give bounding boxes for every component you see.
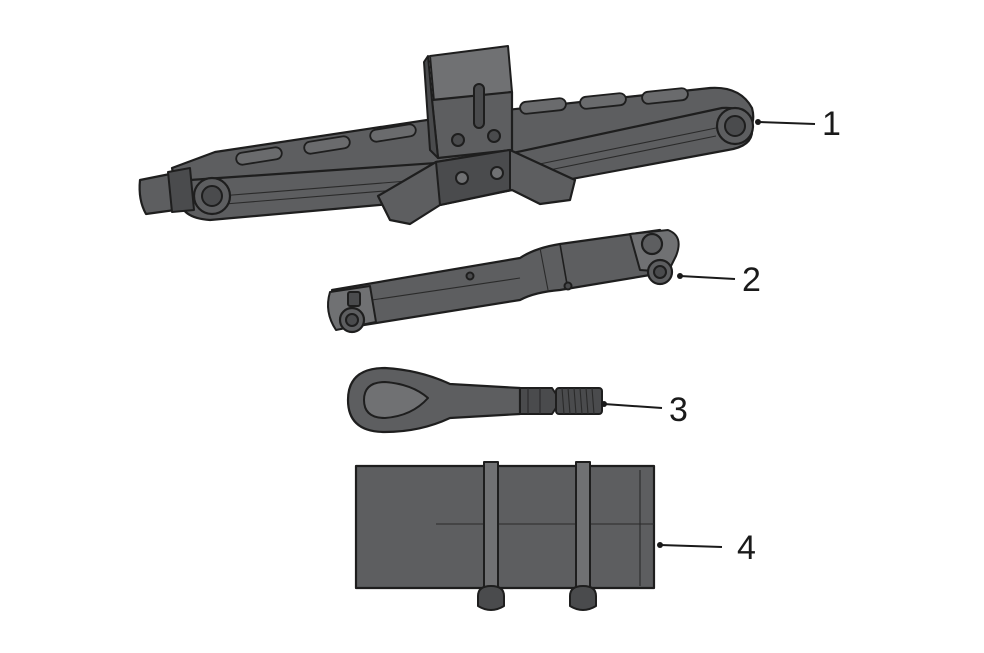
jack-handle [327,228,680,334]
towing-eye-shank [519,387,557,415]
callout-2: 2 [742,261,761,299]
towing-eye-thread [555,387,603,415]
jack-saddle [423,45,514,160]
leader-4 [659,544,723,548]
scissor-jack [138,45,755,226]
callout-leaders [601,119,816,548]
jack-arm-slots [235,87,689,166]
leader-3 [603,403,663,409]
towing-eye [346,366,603,434]
callout-4: 4 [737,529,756,567]
tool-bag-body [354,464,656,590]
callout-1: 1 [822,105,841,143]
leader-1 [757,121,816,125]
tool-bag-strap-left [477,461,505,611]
tool-bag-strap-right [569,461,597,611]
tool-bag [354,461,656,611]
jack-screw-end [138,172,177,216]
handle-body [330,228,670,330]
leader-2 [679,275,736,280]
callout-3: 3 [669,391,688,429]
